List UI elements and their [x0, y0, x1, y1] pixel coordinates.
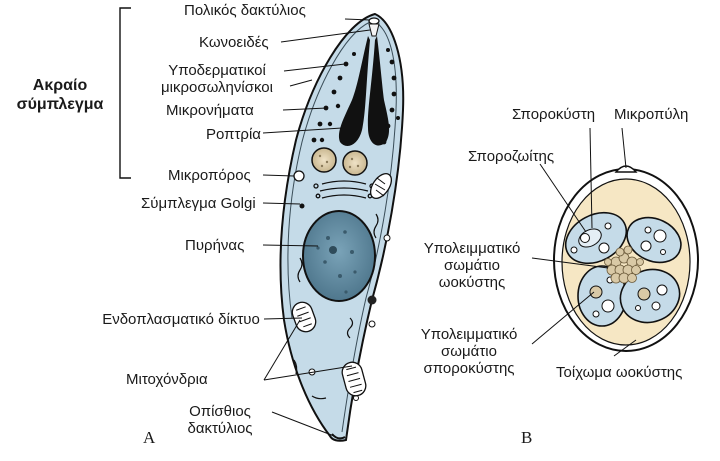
- label-rhoptries: Ροπτρία: [206, 126, 261, 143]
- label-oocyst-residuum: Υπολειμματικό σωμάτιο ωοκύστης: [423, 240, 521, 291]
- dense-granules: [311, 147, 368, 176]
- label-golgi: Σύμπλεγμα Golgi: [141, 195, 256, 212]
- label-sporocyst-residuum: Υπολειμματικό σωμάτιο σποροκύστης: [420, 326, 518, 377]
- label-posterior-ring: Οπίσθιος δακτύλιος: [187, 403, 253, 437]
- rhoptry-right: [367, 36, 390, 146]
- vesicle: [368, 320, 376, 328]
- mitochondrion-left: [291, 301, 317, 333]
- label-polar-ring: Πολικός δακτύλιος: [184, 2, 306, 19]
- polar-ring: [368, 17, 380, 25]
- sporocyst-lower-right: [619, 268, 681, 324]
- label-nucleus: Πυρήνας: [185, 237, 245, 254]
- mitochondrion-lower: [341, 361, 367, 397]
- leader-lines-a: [262, 18, 371, 437]
- label-conoid: Κωνοειδές: [199, 34, 269, 51]
- oocyst-residuum: [604, 245, 644, 284]
- sporocyst-upper-left: [564, 211, 628, 265]
- label-sporocyst: Σποροκύστη: [512, 106, 596, 123]
- apical-complex-bracket: [119, 7, 131, 179]
- figure-letter-b: Β: [521, 428, 533, 447]
- label-micropore: Μικροπόρος: [168, 167, 251, 184]
- label-oocyst-wall: Τοίχωμα ωοκύστης: [556, 364, 683, 381]
- label-sporozoite: Σποροζωίτης: [468, 148, 555, 165]
- posterior-ring: [331, 433, 346, 440]
- micropore: [293, 170, 305, 182]
- label-endoplasmic-reticulum: Ενδοπλασματικό δίκτυο: [102, 311, 260, 328]
- apicomplexan-cell: [279, 12, 405, 442]
- label-mitochondria: Μιτοχόνδρια: [126, 371, 208, 388]
- label-subpellicular-microtubules: Υποδερματικοί μικροσωληνίσκοι: [161, 62, 273, 96]
- vesicle: [299, 203, 305, 209]
- vesicle: [383, 234, 391, 242]
- label-micronemes: Μικρονήματα: [166, 102, 254, 119]
- nucleus-chromatin: [316, 230, 357, 294]
- conoid: [368, 23, 380, 37]
- mitochondrion-upper: [369, 172, 393, 200]
- micropyle: [614, 165, 638, 173]
- rhoptry-left: [338, 36, 370, 146]
- nucleus: [302, 210, 376, 302]
- leader-lines-b: [531, 127, 637, 357]
- label-micropyle: Μικροπύλη: [614, 106, 689, 123]
- figure-letter-a: Α: [143, 428, 156, 447]
- label-apical-complex: Ακραίο σύμπλεγμα: [16, 77, 104, 113]
- dark-granule: [367, 295, 377, 305]
- endoplasmic-reticulum: [293, 213, 379, 400]
- sporocyst-upper-right: [626, 216, 682, 264]
- oocyst: [553, 165, 699, 352]
- micronemes: [311, 48, 400, 145]
